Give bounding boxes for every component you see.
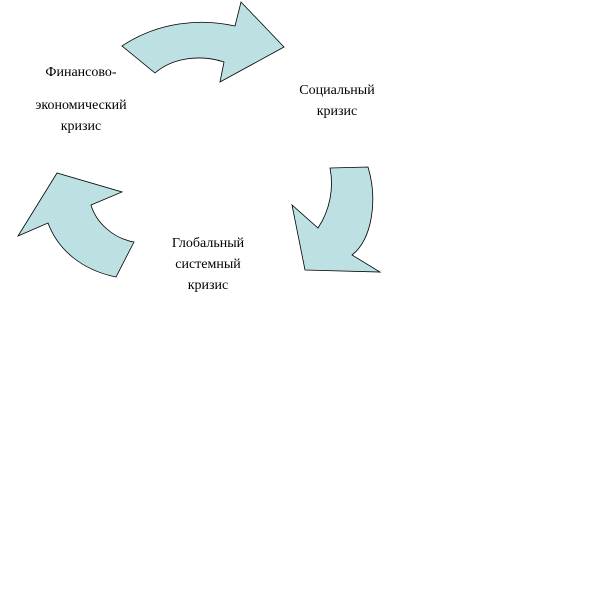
node-social-line-2: кризис: [316, 104, 358, 119]
node-financial-line-1: Финансово-: [45, 65, 117, 80]
node-social-label: Социальный кризис: [285, 80, 389, 122]
node-financial-label: Финансово- экономический кризис: [25, 62, 137, 137]
node-global-line-2: системный: [175, 257, 241, 272]
node-global-line-1: Глобальный: [171, 236, 245, 251]
node-financial-line-3: кризис: [60, 119, 102, 134]
node-financial-line-2: экономический: [35, 98, 127, 113]
arrow-financial-to-social: [121, 1, 285, 83]
node-global-label: Глобальный системный кризис: [155, 233, 261, 296]
arrow-social-to-global: [291, 166, 382, 273]
arrow-global-to-financial: [16, 172, 135, 278]
node-global-line-3: кризис: [187, 278, 229, 293]
label-gap: [25, 83, 137, 95]
node-social-line-1: Социальный: [299, 83, 375, 98]
